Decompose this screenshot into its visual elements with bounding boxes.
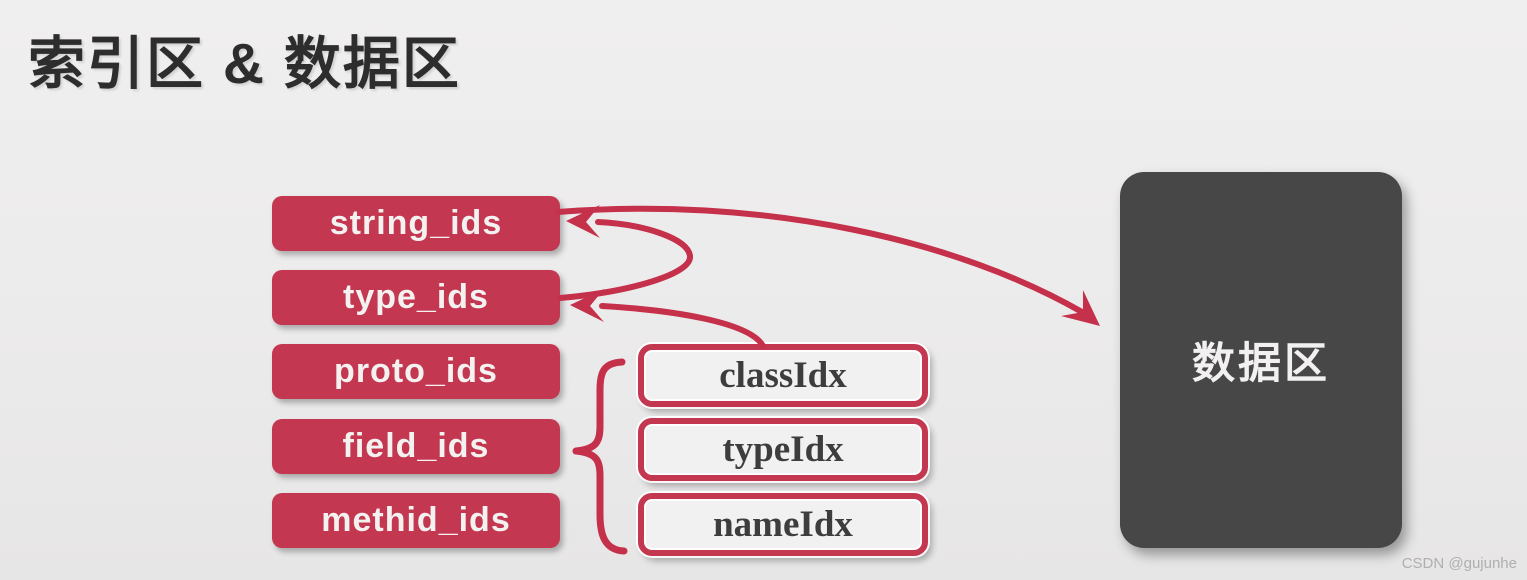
index-box-label: string_ids <box>329 204 503 242</box>
data-area-label: 数据区 <box>1192 340 1330 388</box>
index-box-methid-ids: methid_ids <box>272 493 560 548</box>
index-box-label: field_ids <box>342 427 490 465</box>
member-box-nameidx: nameIdx <box>638 493 928 556</box>
member-box-label: typeIdx <box>722 429 844 470</box>
page-title: 索引区 & 数据区 <box>28 32 461 96</box>
arrowhead-into-string-ids-icon <box>566 205 600 238</box>
member-box-classidx: classIdx <box>638 344 928 407</box>
index-box-proto-ids: proto_ids <box>272 344 560 399</box>
index-box-type-ids: type_ids <box>272 270 560 325</box>
member-box-typeidx: typeIdx <box>638 418 928 481</box>
brace-field-ids-group <box>572 358 628 555</box>
arrow-classidx-to-type-ids-shaft <box>599 303 766 349</box>
arrowhead-into-data-area-icon <box>1061 290 1100 326</box>
index-box-field-ids: field_ids <box>272 419 560 474</box>
index-box-label: proto_ids <box>334 352 498 390</box>
arrow-string-ids-to-data-area-shaft <box>555 205 1085 315</box>
data-area-box: 数据区 <box>1120 172 1402 548</box>
arrowhead-into-type-ids-icon <box>570 289 604 322</box>
member-box-label: classIdx <box>719 355 847 396</box>
index-box-string-ids: string_ids <box>272 196 560 251</box>
watermark: CSDN @gujunhe <box>1401 555 1517 572</box>
index-box-label: type_ids <box>343 278 489 316</box>
index-box-label: methid_ids <box>321 501 511 539</box>
arrow-type-ids-to-string-ids-shaft <box>557 219 693 301</box>
member-box-label: nameIdx <box>713 504 853 545</box>
